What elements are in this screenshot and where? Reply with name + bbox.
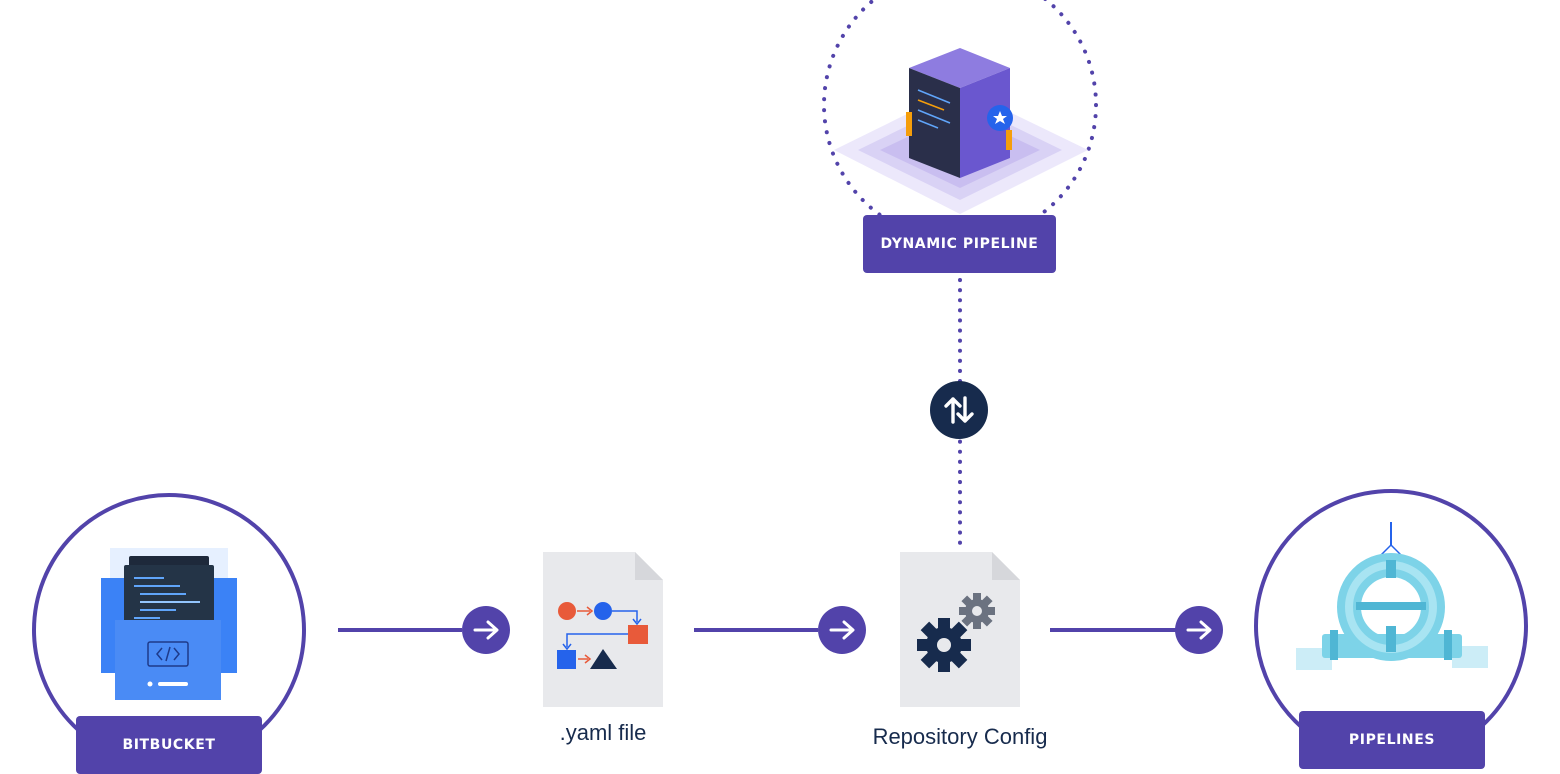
arrows-up-down-icon [930, 381, 988, 439]
yaml-file-node [543, 552, 663, 707]
yaml-file-caption: .yaml file [559, 720, 647, 745]
dynamic-pipeline-label: DYNAMIC PIPELINE [863, 215, 1056, 273]
dynamic-pipeline-node [822, 0, 1098, 243]
bitbucket-label: BITBUCKET [76, 716, 262, 774]
arrow-right-icon [1175, 606, 1223, 654]
arrow-right-icon [818, 606, 866, 654]
repo-config-node [900, 552, 1020, 707]
gear-icon [917, 618, 971, 672]
bitbucket-illustration [101, 548, 237, 700]
gear-icon [959, 593, 995, 629]
bitbucket-node [32, 493, 306, 760]
dynamic-pipeline-illustration [834, 48, 1088, 214]
pipelines-illustration [1296, 522, 1488, 670]
pipelines-node [1254, 489, 1528, 760]
repo-config-caption: Repository Config [872, 724, 1048, 749]
yaml-flow-illustration [557, 602, 648, 669]
arrow-right-icon [462, 606, 510, 654]
pipelines-label: PIPELINES [1299, 711, 1485, 769]
